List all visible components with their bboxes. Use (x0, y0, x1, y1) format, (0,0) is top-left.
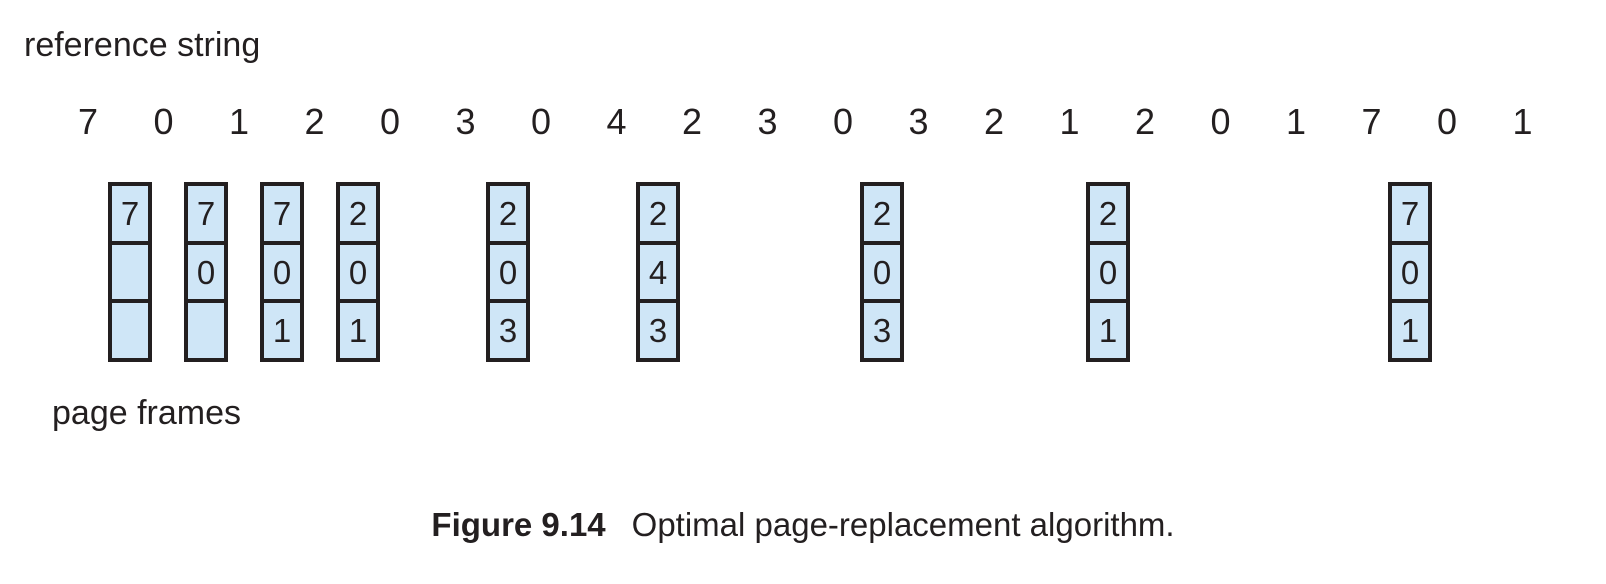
page-frame-cell: 7 (264, 186, 300, 241)
reference-string-value: 4 (606, 101, 627, 142)
page-frame-cell: 2 (864, 186, 900, 241)
page-frame-cell: 1 (1090, 299, 1126, 359)
reference-string-value: 0 (379, 101, 401, 142)
page-frame-cell: 7 (1392, 186, 1428, 241)
reference-string-value: 2 (1134, 101, 1156, 142)
page-frame-cell: 1 (1392, 299, 1428, 359)
page-frame-cell: 2 (1090, 186, 1126, 241)
page-frame-cell: 3 (640, 299, 676, 359)
reference-string-value: 0 (530, 101, 552, 142)
reference-string-value: 3 (455, 101, 476, 142)
page-frame-cell: 2 (640, 186, 676, 241)
reference-string-value: 2 (681, 101, 703, 142)
reference-string-sequence: 7 0 1 2 0 3 0 4 2 3 0 3 2 1 2 0 1 7 0 1 (0, 100, 1606, 146)
page-frame-cell: 4 (640, 240, 676, 300)
page-frame-cell: 0 (490, 240, 526, 300)
reference-string-value: 3 (757, 101, 778, 142)
page-frame-cell: 0 (188, 240, 224, 300)
reference-string-value: 0 (153, 101, 174, 142)
reference-string-value: 0 (1210, 101, 1231, 142)
page-frame-column: 7 (108, 182, 152, 362)
reference-string-value: 1 (1059, 101, 1080, 142)
page-frame-cell: 7 (188, 186, 224, 241)
page-frame-cell: 3 (864, 299, 900, 359)
page-frame-cell: 2 (490, 186, 526, 241)
page-frame-cell: 0 (340, 240, 376, 300)
reference-string-value: 3 (908, 101, 929, 142)
page-frame-cell: 3 (490, 299, 526, 359)
page-frame-cell: 2 (340, 186, 376, 241)
reference-string-value: 1 (1512, 101, 1533, 142)
figure-caption-text: Optimal page-replacement algorithm. (631, 506, 1175, 543)
page-frame-cell-empty (112, 299, 148, 359)
reference-string-value: 1 (228, 101, 250, 142)
reference-string-value: 2 (304, 101, 325, 142)
reference-string-value: 7 (77, 101, 99, 142)
page-frame-cell: 1 (340, 299, 376, 359)
figure-caption: Figure 9.14 Optimal page-replacement algo… (0, 505, 1606, 545)
reference-string-value: 1 (1285, 101, 1307, 142)
page-frame-cell: 1 (264, 299, 300, 359)
page-frames-label: page frames (52, 394, 241, 432)
reference-string-value: 2 (983, 101, 1005, 142)
page-frame-cell: 7 (112, 186, 148, 241)
page-frame-cell-empty (112, 240, 148, 300)
figure-caption-number: Figure 9.14 (431, 506, 606, 543)
page-frame-cell: 0 (1090, 240, 1126, 300)
reference-string-label: reference string (24, 26, 261, 64)
page-frame-cell: 0 (1392, 240, 1428, 300)
reference-string-value: 0 (832, 101, 854, 142)
reference-string-value: 7 (1361, 101, 1382, 142)
page-frame-cell-empty (188, 299, 224, 359)
reference-string-value: 0 (1436, 101, 1458, 142)
page-frame-cell: 0 (264, 240, 300, 300)
page-frame-cell: 0 (864, 240, 900, 300)
